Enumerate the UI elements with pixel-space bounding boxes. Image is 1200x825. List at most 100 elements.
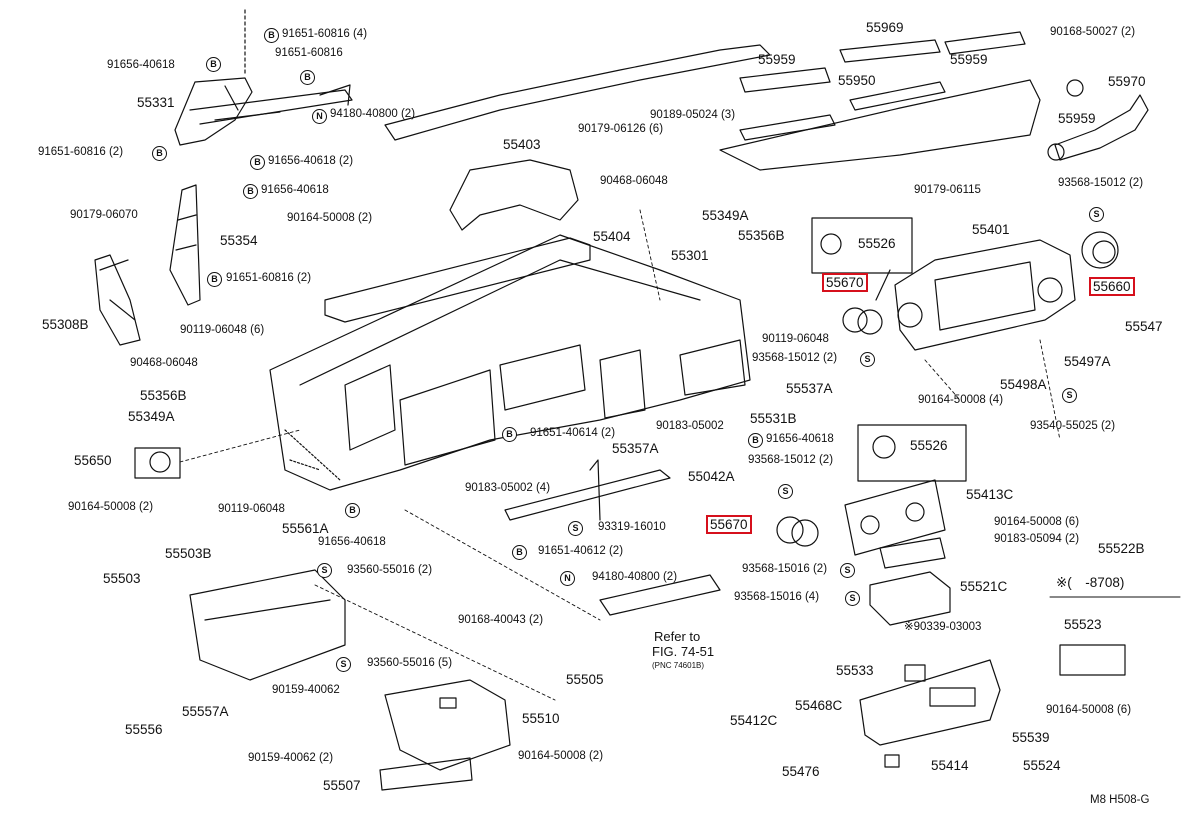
tag-b: B <box>264 28 279 43</box>
callout-90119-06048-a: 90119-06048 <box>218 503 285 515</box>
cluster-55401-drawing <box>894 239 1076 351</box>
callout-93560-55016-5: 93560-55016 (5) <box>367 657 453 669</box>
callout-91656-40618-d: 91656-40618 <box>766 433 834 445</box>
tag-b: B <box>206 57 221 72</box>
callout-55404: 55404 <box>593 229 631 244</box>
callout-55524: 55524 <box>1023 758 1061 773</box>
callout-55301: 55301 <box>671 248 709 263</box>
callout-90164-50008-2b: 90164-50008 (2) <box>68 501 154 513</box>
callout-55356b-left: 55356B <box>140 388 187 403</box>
tag-b: B <box>152 146 167 161</box>
callout-55498a: 55498A <box>1000 377 1047 392</box>
callout-90468-06048-a: 90468-06048 <box>130 357 198 369</box>
callout-55503b: 55503B <box>165 546 212 561</box>
callout-55401: 55401 <box>972 222 1010 237</box>
vent-55670b-drawing <box>776 516 819 547</box>
callout-55354: 55354 <box>220 233 258 248</box>
callout-90183-05094-2: 90183-05094 (2) <box>994 533 1080 545</box>
callout-55331: 55331 <box>137 95 175 110</box>
callout-91651-60816-2b: 91651-60816 (2) <box>226 272 312 284</box>
pad-55404-drawing <box>324 237 591 323</box>
figure-code: M8 H508-G <box>1090 794 1150 806</box>
callout-55505: 55505 <box>566 672 604 687</box>
bracket-55308b-drawing <box>94 254 141 346</box>
vent-55670a-drawing <box>842 269 891 335</box>
callout-55547: 55547 <box>1125 319 1163 334</box>
tag-s: S <box>568 521 583 536</box>
tag-b: B <box>512 545 527 560</box>
glovebox-55503-drawing <box>189 569 346 681</box>
callout-55403: 55403 <box>503 137 541 152</box>
tag-n: N <box>560 571 575 586</box>
callout-55557a: 55557A <box>182 704 229 719</box>
callout-93560-55016-2: 93560-55016 (2) <box>347 564 433 576</box>
callout-55414: 55414 <box>931 758 969 773</box>
refer-line2: FIG. 74-51 <box>652 644 715 659</box>
callout-93319-16010: 93319-16010 <box>598 521 666 533</box>
callout-91651-60816-2a: 91651-60816 (2) <box>38 146 124 158</box>
duct-55950-drawing <box>719 31 1041 171</box>
callout-55970: 55970 <box>1108 74 1146 89</box>
callout-55561a: 55561A <box>282 521 329 536</box>
callout-93568-15012-2b: 93568-15012 (2) <box>1058 177 1144 189</box>
callout-55969: 55969 <box>866 20 904 35</box>
callout-90164-50008-6b: 90164-50008 (6) <box>1046 704 1132 716</box>
callout-55670-b: 55670 <box>706 515 752 534</box>
callout-90168-50027-2: 90168-50027 (2) <box>1050 26 1136 38</box>
callout-90179-06115: 90179-06115 <box>914 184 981 196</box>
range-note: ※( -8708) <box>1056 575 1125 590</box>
tag-s: S <box>336 657 351 672</box>
tag-s: S <box>840 563 855 578</box>
callout-55521c: 55521C <box>960 579 1008 594</box>
hose-55970-drawing <box>1047 79 1149 161</box>
callout-55670-a: 55670 <box>822 273 868 292</box>
callout-94180-40800: 94180-40800 (2) <box>330 108 416 120</box>
callout-90164-50008-2c: 90164-50008 (2) <box>518 750 604 762</box>
callout-55526-a: 55526 <box>858 236 896 251</box>
tag-s: S <box>1062 388 1077 403</box>
callout-55650: 55650 <box>74 453 112 468</box>
callout-93568-15012-2a: 93568-15012 (2) <box>752 352 838 364</box>
bracket-55331-drawing <box>174 9 353 146</box>
tag-b: B <box>748 433 763 448</box>
callout-90159-40062-2: 90159-40062 (2) <box>248 752 334 764</box>
callout-55523: 55523 <box>1064 617 1102 632</box>
leader-lines <box>179 209 1061 701</box>
vent-55660-drawing <box>1081 231 1119 269</box>
callout-90159-40062: 90159-40062 <box>272 684 340 696</box>
callout-55522b: 55522B <box>1098 541 1145 556</box>
tag-b: B <box>250 155 265 170</box>
dash-panel-55301-drawing <box>269 234 751 491</box>
callout-55533: 55533 <box>836 663 874 678</box>
callout-91651-40612-2: 91651-40612 (2) <box>538 545 624 557</box>
callout-91651-60816-4: 91651-60816 (4) <box>282 28 368 40</box>
callout-90164-50008-2a: 90164-50008 (2) <box>287 212 373 224</box>
callout-55537a: 55537A <box>786 381 833 396</box>
callout-55468c: 55468C <box>795 698 843 713</box>
callout-55959-b: 55959 <box>950 52 988 67</box>
callout-93568-15016-2: 93568-15016 (2) <box>742 563 828 575</box>
tag-s: S <box>860 352 875 367</box>
callout-55510: 55510 <box>522 711 560 726</box>
callout-55507: 55507 <box>323 778 361 793</box>
boxes-55522b-drawing <box>869 537 951 626</box>
callout-55959-a: 55959 <box>758 52 796 67</box>
callout-90164-50008-6a: 90164-50008 (6) <box>994 516 1080 528</box>
callout-55042a: 55042A <box>688 469 735 484</box>
tag-b: B <box>207 272 222 287</box>
callout-90179-06070: 90179-06070 <box>70 209 138 221</box>
callout-90168-40043-2: 90168-40043 (2) <box>458 614 544 626</box>
callout-93568-15012-2c: 93568-15012 (2) <box>748 454 834 466</box>
callout-55349a-left: 55349A <box>128 409 175 424</box>
tag-s: S <box>317 563 332 578</box>
refer-line3: (PNC 74601B) <box>652 661 705 670</box>
callout-55526-b: 55526 <box>910 438 948 453</box>
callout-93568-15016-4: 93568-15016 (4) <box>734 591 820 603</box>
callout-55349a: 55349A <box>702 208 749 223</box>
callout-91651-60816: 91651-60816 <box>275 47 343 59</box>
tag-b: B <box>345 503 360 518</box>
callout-91656-40618-b: 91656-40618 <box>261 184 329 196</box>
callout-91656-40618-top: 91656-40618 <box>107 59 175 71</box>
callout-90189-05024-3: 90189-05024 (3) <box>650 109 736 121</box>
